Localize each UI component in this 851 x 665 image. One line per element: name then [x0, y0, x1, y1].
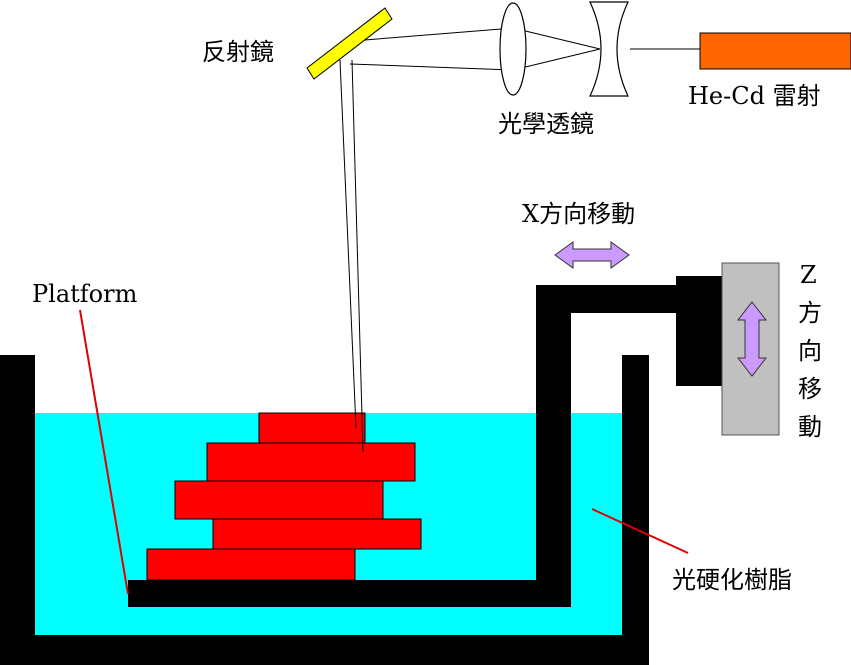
- z-motion-label-char: Z: [800, 261, 817, 289]
- mirror-label: 反射鏡: [202, 38, 274, 66]
- laser-beam: [339, 27, 700, 453]
- vat-bottom: [0, 635, 649, 665]
- platform-vertical-arm: [536, 285, 571, 607]
- z-motion-label-char: 動: [798, 413, 822, 441]
- part-layer: [212, 518, 422, 550]
- laser-source: [699, 32, 851, 70]
- z-motion-label-char: 方: [798, 299, 822, 327]
- laser-label: He-Cd 雷射: [688, 82, 821, 110]
- z-motion-arrow-icon: [736, 301, 768, 377]
- resin-label: 光硬化樹脂: [672, 566, 792, 594]
- z-motion-label-char: 向: [798, 337, 822, 365]
- resin-pointer-line: [591, 508, 689, 554]
- z-motion-label: Z 方 向 移 動: [798, 261, 822, 441]
- optical-lens-label: 光學透鏡: [498, 110, 594, 138]
- part-layer: [258, 412, 366, 444]
- concave-lens: [589, 1, 629, 97]
- convex-lens: [499, 2, 527, 96]
- vat: [0, 355, 649, 665]
- platform-horizontal-arm: [536, 285, 681, 313]
- part-layer: [174, 480, 384, 520]
- part-layer: [146, 548, 356, 581]
- part-layer: [206, 442, 416, 482]
- built-part: [146, 412, 422, 581]
- platform-label: Platform: [32, 280, 138, 308]
- platform-mount-block: [676, 276, 724, 386]
- x-motion-label: X方向移動: [522, 200, 635, 228]
- x-motion-arrow-icon: [554, 241, 630, 269]
- platform-arm: [128, 276, 724, 607]
- vat-left-wall: [0, 355, 35, 665]
- z-motion-label-char: 移: [798, 375, 822, 403]
- platform-plate: [128, 580, 571, 607]
- vat-right-wall: [622, 355, 649, 665]
- mirror: [306, 7, 393, 80]
- platform-pointer-line: [79, 309, 129, 595]
